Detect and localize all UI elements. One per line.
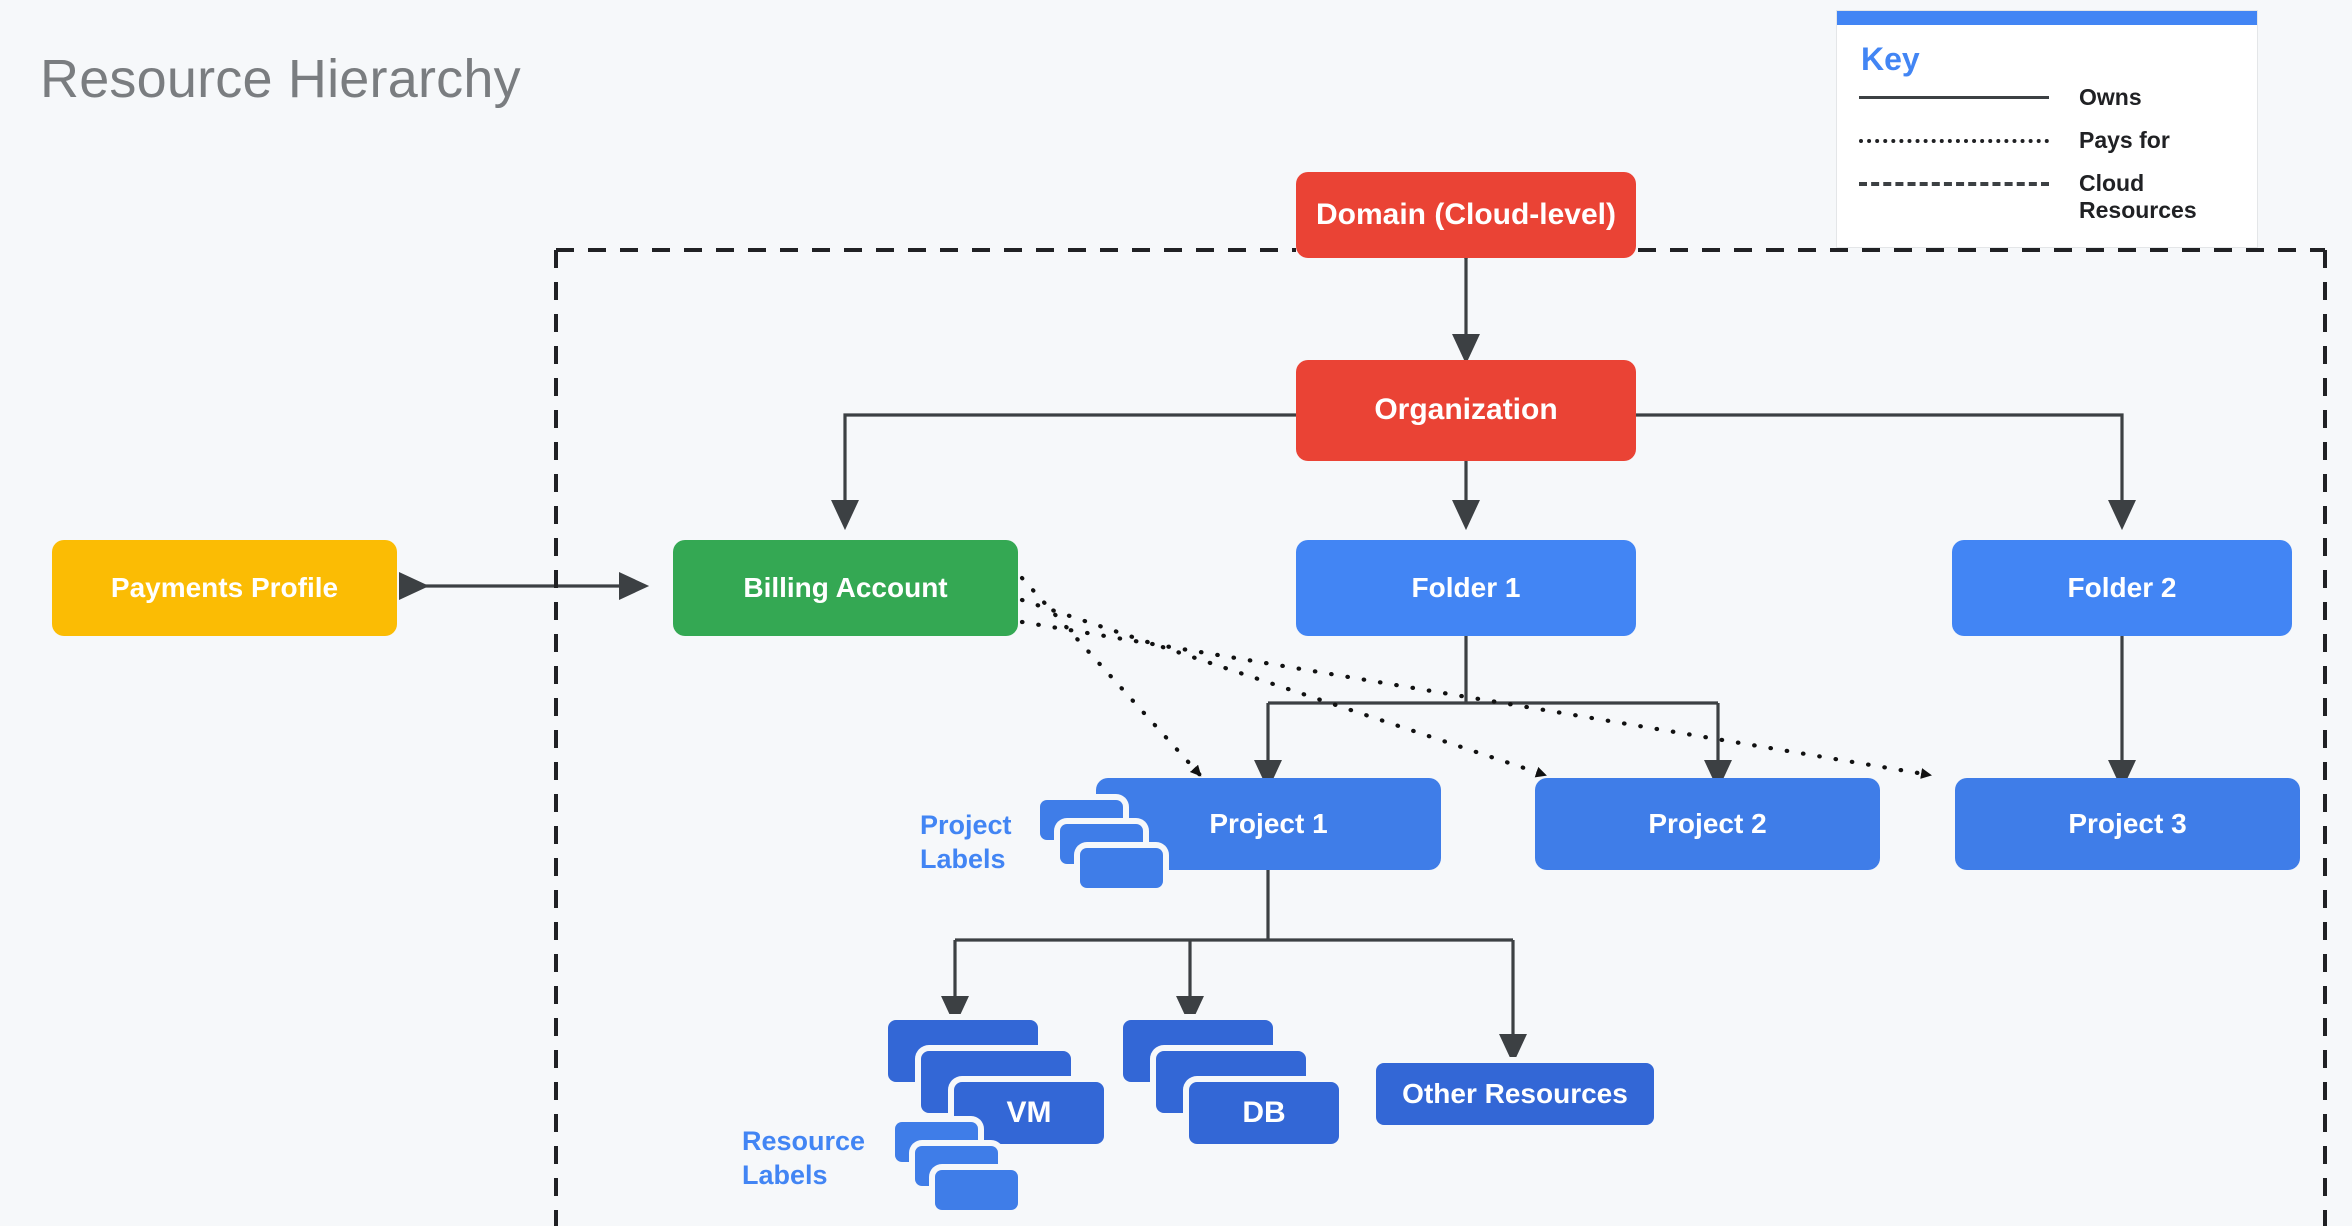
db-card-front[interactable]: DB xyxy=(1189,1082,1339,1144)
resource-label-chips xyxy=(895,1122,1025,1217)
node-domain[interactable]: Domain (Cloud-level) xyxy=(1296,172,1636,258)
node-project-2[interactable]: Project 2 xyxy=(1535,778,1880,870)
node-project-3-label: Project 3 xyxy=(2068,807,2187,839)
node-domain-label: Domain (Cloud-level) xyxy=(1315,197,1616,231)
legend-sample-solid-icon xyxy=(1859,96,2049,99)
node-billing-account[interactable]: Billing Account xyxy=(673,540,1018,636)
legend-row-owns: Owns xyxy=(1859,84,2235,111)
caption-project-labels-line-2: Labels xyxy=(920,843,1006,874)
project-label-chips xyxy=(1040,800,1170,895)
node-folder-1-label: Folder 1 xyxy=(1411,571,1521,603)
legend-row-cloud-resources: Cloud Resources xyxy=(1859,170,2235,224)
caption-project-labels: Project Labels xyxy=(920,809,1045,877)
resource-label-chip-3 xyxy=(935,1170,1018,1210)
node-organization-label: Organization xyxy=(1374,393,1558,427)
node-project-1[interactable]: Project 1 xyxy=(1096,778,1441,870)
node-db-label: DB xyxy=(1242,1096,1286,1129)
legend-label-cloud-resources: Cloud Resources xyxy=(2079,170,2197,224)
node-other-resources[interactable]: Other Resources xyxy=(1376,1063,1654,1125)
node-vm-label: VM xyxy=(1006,1096,1052,1129)
legend-sample-dashed-icon xyxy=(1859,182,2049,187)
caption-resource-labels-line-1: Resource xyxy=(742,1126,866,1156)
node-folder-1[interactable]: Folder 1 xyxy=(1296,540,1636,636)
legend-row-pays-for: Pays for xyxy=(1859,127,2235,154)
node-project-3[interactable]: Project 3 xyxy=(1955,778,2300,870)
node-folder-2[interactable]: Folder 2 xyxy=(1952,540,2292,636)
legend-label-owns: Owns xyxy=(2079,84,2142,110)
node-folder-2-label: Folder 2 xyxy=(2067,571,2177,603)
node-project-2-label: Project 2 xyxy=(1648,807,1767,839)
caption-project-labels-line-1: Project xyxy=(920,810,1012,840)
legend-panel: Key Owns Pays for Cloud Resources xyxy=(1837,11,2257,247)
caption-resource-labels: Resource Labels xyxy=(742,1125,907,1193)
node-organization[interactable]: Organization xyxy=(1296,360,1636,461)
legend-sample-dotted-icon xyxy=(1859,139,2049,144)
caption-resource-labels-line-2: Labels xyxy=(742,1159,828,1190)
vm-card-front[interactable]: VM xyxy=(954,1082,1104,1144)
page-title: Resource Hierarchy xyxy=(40,49,521,109)
node-payments-profile[interactable]: Payments Profile xyxy=(52,540,397,636)
legend-title: Key xyxy=(1861,41,1920,77)
legend-label-pays-for: Pays for xyxy=(2079,127,2170,154)
node-payments-profile-label: Payments Profile xyxy=(110,571,339,603)
node-project-1-label: Project 1 xyxy=(1209,807,1328,839)
legend-accent-bar xyxy=(1837,11,2257,25)
node-db[interactable]: DB xyxy=(1115,1020,1385,1170)
legend-body: Key Owns Pays for Cloud Resources xyxy=(1837,25,2257,247)
node-vm[interactable]: VM xyxy=(880,1020,1150,1170)
node-billing-account-label: Billing Account xyxy=(743,571,948,603)
node-other-resources-label: Other Resources xyxy=(1402,1077,1628,1109)
project-label-chip-3 xyxy=(1080,848,1163,888)
